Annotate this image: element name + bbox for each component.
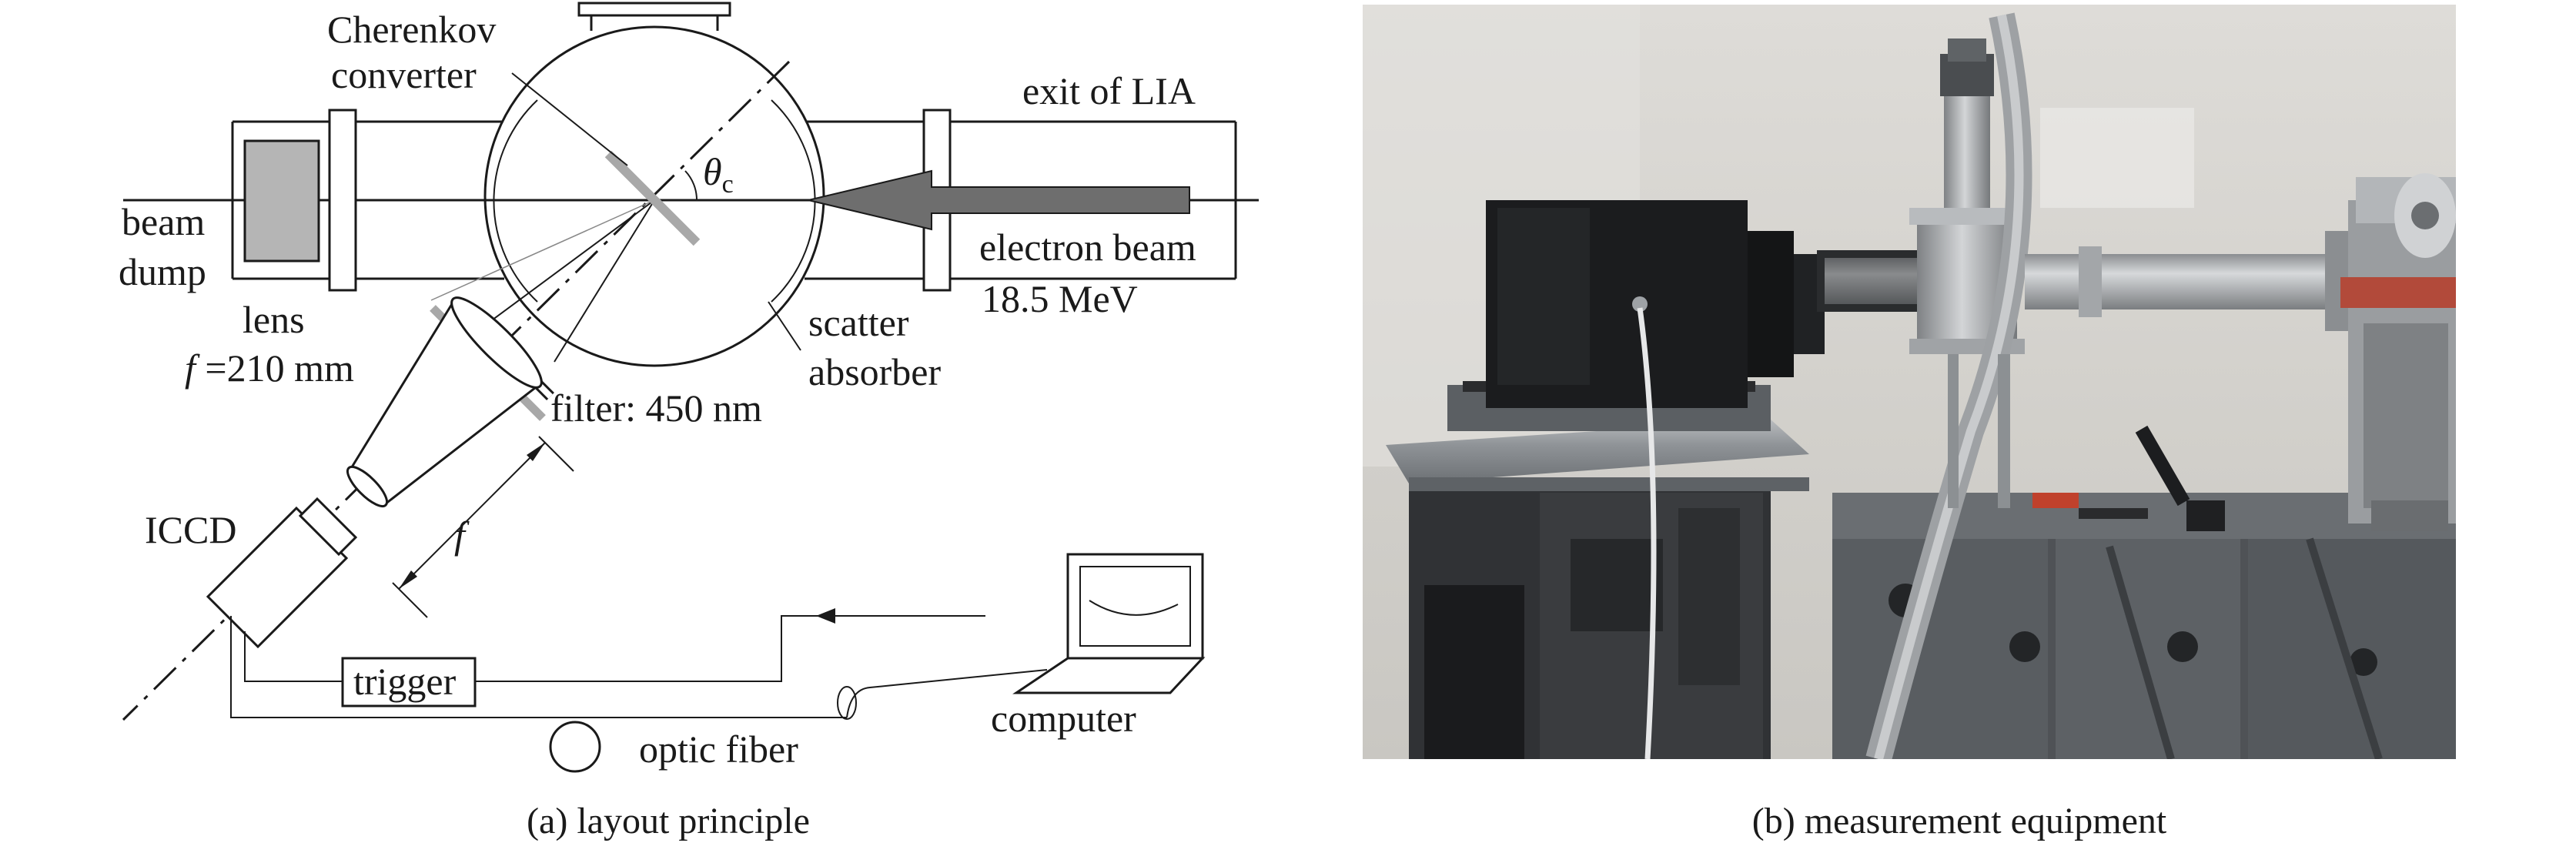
label-dump: dump bbox=[119, 250, 206, 293]
electron-beam-arrow bbox=[808, 169, 1190, 231]
label-exit-of-lia: exit of LIA bbox=[1022, 69, 1196, 112]
cherenkov-converter bbox=[604, 150, 701, 246]
light-ray-1 bbox=[477, 199, 655, 332]
label-converter: converter bbox=[331, 53, 477, 96]
label-electron-beam: electron beam bbox=[979, 226, 1196, 269]
label-theta: θc bbox=[703, 150, 734, 199]
fiber-coil bbox=[549, 721, 601, 773]
iccd-camera bbox=[206, 497, 358, 649]
converter-leader bbox=[511, 72, 628, 166]
computer bbox=[1012, 553, 1206, 694]
beam-pipe-photo bbox=[2025, 254, 2333, 309]
label-optic-fiber: optic fiber bbox=[639, 728, 798, 771]
light-ray-3 bbox=[430, 199, 655, 301]
theta-arc bbox=[684, 170, 698, 201]
label-trigger: trigger bbox=[353, 660, 457, 703]
optic-fiber bbox=[230, 616, 1048, 773]
caption-b: (b) measurement equipment bbox=[1752, 801, 2167, 841]
label-focal-length: f =210 mm bbox=[185, 346, 354, 390]
label-beam: beam bbox=[122, 200, 205, 243]
equipment-photo bbox=[1363, 5, 2456, 759]
beam-dump-tube bbox=[231, 109, 504, 292]
focal-distance-marker bbox=[392, 436, 574, 618]
layout-diagram: Cherenkov converter exit of LIA θc beam … bbox=[119, 2, 1259, 841]
trigger-circuit bbox=[244, 608, 985, 707]
label-lens: lens bbox=[243, 298, 305, 341]
label-scatter: scatter bbox=[808, 301, 909, 344]
label-absorber: absorber bbox=[808, 350, 941, 393]
label-iccd: ICCD bbox=[145, 508, 236, 551]
label-cherenkov: Cherenkov bbox=[327, 8, 496, 51]
absorber-leader bbox=[768, 301, 801, 351]
label-computer: computer bbox=[991, 697, 1136, 740]
label-energy: 18.5 MeV bbox=[982, 277, 1138, 320]
caption-a: (a) layout principle bbox=[527, 801, 810, 841]
trigger-box bbox=[341, 657, 477, 707]
lens bbox=[346, 296, 543, 507]
beam-dump-block bbox=[243, 139, 320, 263]
label-filter: filter: 450 nm bbox=[550, 386, 762, 430]
left-flange bbox=[328, 109, 357, 292]
scatter-absorber-left bbox=[493, 99, 538, 303]
top-port bbox=[577, 2, 731, 31]
computer-screen-curve bbox=[1089, 600, 1179, 616]
light-ray-2 bbox=[554, 199, 655, 363]
